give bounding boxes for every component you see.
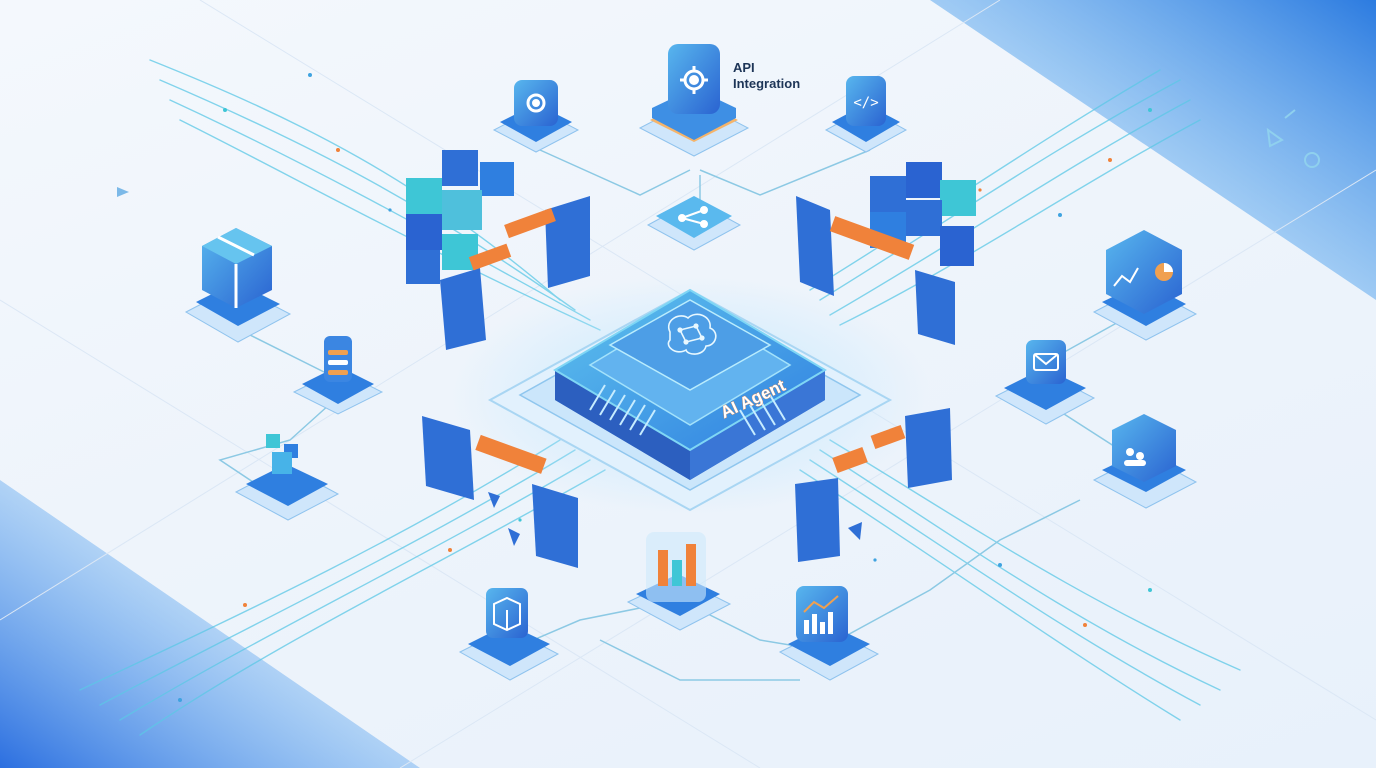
package-icon bbox=[217, 235, 255, 308]
gear-icon bbox=[680, 66, 708, 94]
analytics-module bbox=[1092, 230, 1198, 341]
trend-chart-icon bbox=[803, 595, 839, 634]
chip-pins bbox=[589, 384, 786, 436]
barrier-left bbox=[422, 416, 578, 568]
database-icon bbox=[328, 350, 348, 375]
bottom-left-band bbox=[0, 480, 420, 768]
box-module bbox=[458, 588, 560, 681]
package-module bbox=[184, 228, 292, 343]
code-icon: </> bbox=[853, 95, 878, 111]
users-module bbox=[1092, 414, 1198, 509]
api-integration-label: API Integration bbox=[733, 60, 800, 92]
mail-icon bbox=[1033, 353, 1059, 371]
decor-shapes bbox=[117, 109, 1320, 197]
api-label-line2: Integration bbox=[733, 76, 801, 91]
barrier-right bbox=[795, 408, 952, 562]
api-integration-node bbox=[638, 44, 750, 157]
particles bbox=[178, 73, 1152, 702]
gear-icon bbox=[526, 93, 546, 113]
blocks-icon bbox=[266, 434, 298, 474]
gear-module bbox=[492, 80, 580, 153]
bar-chart-icon bbox=[658, 544, 696, 586]
api-label-line1: API bbox=[733, 60, 755, 75]
data-streams bbox=[79, 59, 1241, 736]
data-cube-cluster-left bbox=[406, 150, 590, 350]
brain-icon bbox=[667, 313, 717, 355]
blocks-module bbox=[234, 434, 340, 521]
code-module: </> bbox=[824, 76, 908, 153]
users-icon bbox=[1124, 448, 1146, 466]
top-right-band bbox=[930, 0, 1376, 300]
mail-module bbox=[994, 340, 1096, 425]
database-module bbox=[292, 336, 384, 415]
ai-agent-chip: AI Agent bbox=[487, 288, 893, 512]
analytics-icon bbox=[1113, 263, 1173, 287]
share-nodes-icon bbox=[678, 206, 708, 228]
box-icon bbox=[493, 596, 521, 632]
data-cube-cluster-right bbox=[796, 162, 976, 345]
trend-chart-module bbox=[778, 586, 880, 681]
bar-chart-module bbox=[626, 532, 732, 631]
share-module bbox=[646, 196, 742, 251]
